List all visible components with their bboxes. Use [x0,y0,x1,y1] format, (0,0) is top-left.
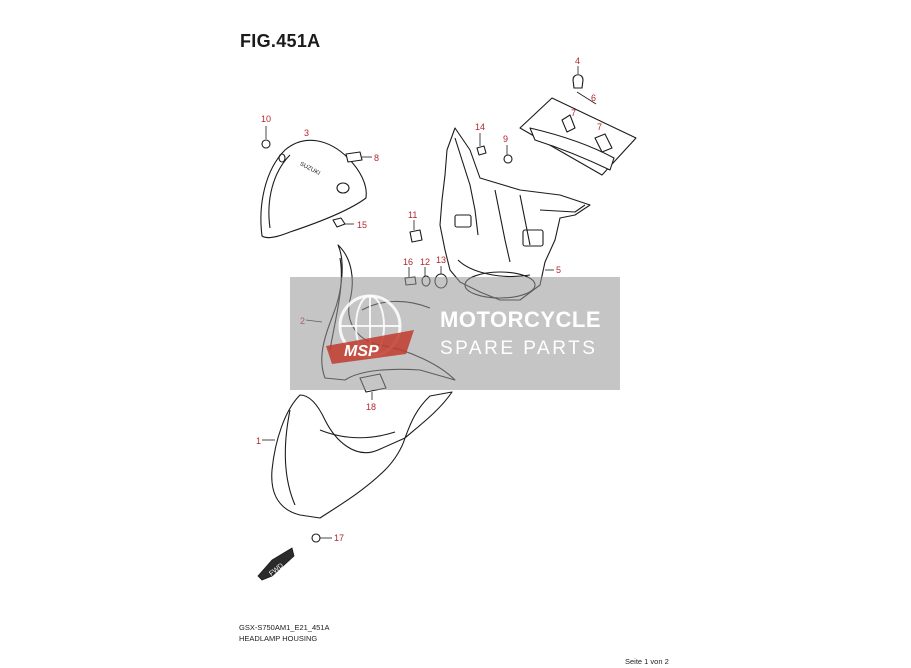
part-front-cowling [262,391,453,519]
watermark-band [290,277,620,390]
callout-15: 15 [357,220,367,230]
callout-13: 13 [436,255,446,265]
callout-11: 11 [408,210,417,220]
callout-7b: 7 [597,122,602,132]
callout-labels: 1 2 3 4 5 6 7 7 8 9 10 11 12 13 14 15 16… [256,56,602,543]
callout-10: 10 [261,114,271,124]
part-screw-10 [261,126,271,149]
callout-17: 17 [334,533,344,543]
part-visor: SUZUKI [260,139,367,239]
callout-18: 18 [366,402,376,412]
callout-3: 3 [304,128,309,138]
callout-7a: 7 [571,108,576,118]
part-screw-9 [503,145,513,164]
callout-5: 5 [556,265,561,275]
figure-title: FIG.451A [240,31,321,51]
part-screw-14 [476,133,487,156]
watermark-logo-icon: MSP [326,294,414,364]
watermark-subtitle: SPARE PARTS [440,338,598,359]
part-clip-8 [345,151,372,163]
part-headlamp-housing [439,127,591,301]
model-code: GSX-S750AM1_E21_451A [239,623,330,632]
callout-14: 14 [475,122,485,132]
callout-8: 8 [374,153,379,163]
section-name: HEADLAMP HOUSING [239,634,318,643]
callout-6: 6 [591,93,596,103]
callout-9: 9 [503,134,508,144]
callout-1: 1 [256,436,261,446]
callout-4: 4 [575,56,580,66]
forward-direction-marker: FWD [257,547,295,581]
page-indicator: Seite 1 von 2 [625,657,669,666]
part-screw-17 [311,533,332,543]
callout-16: 16 [403,257,413,267]
callout-12: 12 [420,257,430,267]
watermark-title: MOTORCYCLE [440,307,602,332]
part-clip-11 [409,220,423,243]
part-bulb-4 [572,66,584,89]
part-nut-15 [332,217,354,228]
part-position-lamp-assy [519,91,637,176]
watermark-logo-text: MSP [344,343,379,360]
